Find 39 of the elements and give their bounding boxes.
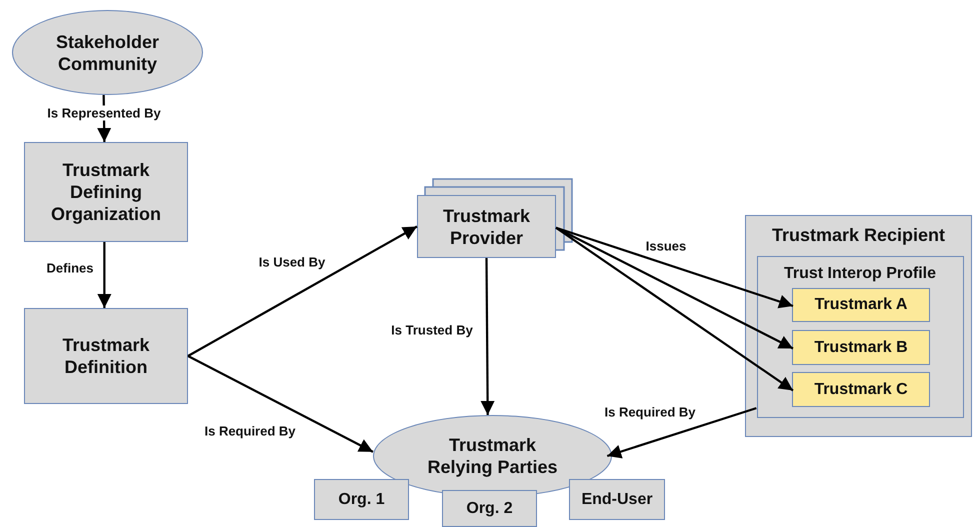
edge-label: Is Required By <box>202 424 298 438</box>
process-box <box>569 479 665 520</box>
arrow <box>187 226 418 357</box>
node-label: Trust Interop Profile <box>782 264 937 284</box>
edge-label: Is Trusted By <box>389 322 475 338</box>
edge-label: Issues <box>644 238 688 254</box>
process-box <box>442 490 537 527</box>
arrow <box>606 407 757 458</box>
process-box <box>24 142 188 242</box>
group-box <box>756 256 964 418</box>
edge-label: Is Required By <box>602 404 698 420</box>
node-label: End-User <box>580 490 654 510</box>
arrow <box>555 226 794 392</box>
arrow <box>188 355 374 453</box>
arrow <box>480 258 495 415</box>
node-label: Stakeholder Community <box>54 30 160 74</box>
process-box <box>24 308 188 404</box>
node-label: Org. 1 <box>337 490 386 510</box>
process-box <box>417 195 556 258</box>
node-label: Trustmark B <box>813 338 909 358</box>
item-box <box>792 288 930 322</box>
node-label: Trustmark Recipient <box>770 224 946 246</box>
edge-label: Is Used By <box>256 254 328 270</box>
arrow <box>556 226 794 350</box>
node-label: Trustmark Relying Parties <box>426 434 559 478</box>
node-label: Trustmark C <box>813 380 909 400</box>
node-label: Trustmark Provider <box>442 204 532 248</box>
group-box <box>745 215 972 437</box>
item-box <box>792 330 930 365</box>
arrow <box>556 226 794 308</box>
item-box <box>792 372 930 407</box>
edge-label: Defines <box>44 260 96 276</box>
node-label: Trustmark Defining Organization <box>50 159 162 225</box>
node-label: Trustmark Definition <box>61 334 151 378</box>
arrow <box>97 242 112 308</box>
node-label: Org. 2 <box>465 498 514 518</box>
process-box <box>314 479 409 520</box>
node-label: Trustmark A <box>814 295 908 315</box>
edge-label: Is Represented By <box>45 106 163 120</box>
